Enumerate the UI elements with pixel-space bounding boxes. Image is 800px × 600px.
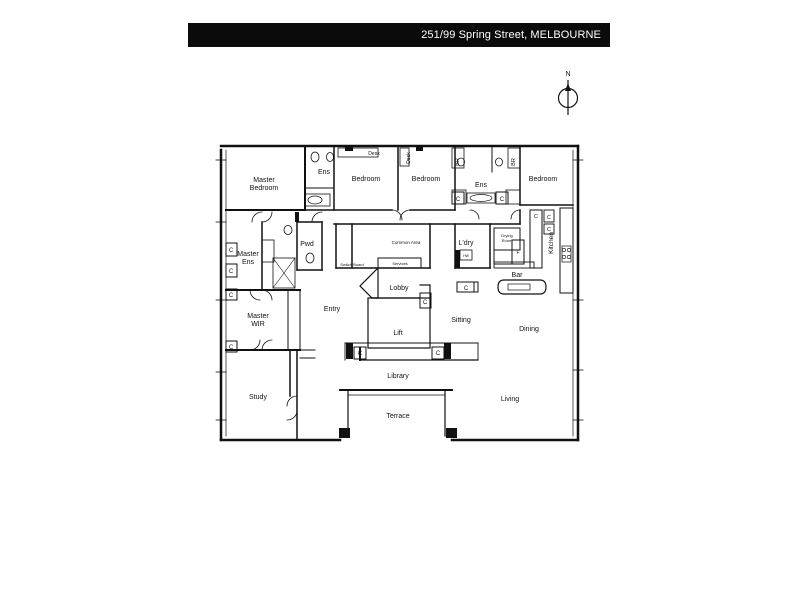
label-switch-board: Switch Board (340, 262, 364, 267)
label-bar: Bar (512, 272, 524, 279)
label-lobby: Lobby (389, 285, 409, 292)
label-study: Study (249, 394, 267, 401)
label-sitting: Sitting (451, 317, 471, 324)
label-master-ens-1: Master (237, 251, 259, 258)
label-master-bedroom-2: Bedroom (250, 185, 279, 192)
label-ens-middle: Ens (475, 182, 488, 189)
compass-n-label: N (565, 71, 570, 78)
address-text: 251/99 Spring Street, MELBOURNE (421, 29, 601, 41)
cupboard-label: C (229, 248, 234, 254)
label-master-bedroom-1: Master (253, 177, 275, 184)
cupboard-label: C (500, 197, 505, 203)
label-f: F (516, 250, 519, 256)
label-services: Services (392, 261, 407, 266)
cupboard-label: C (229, 345, 234, 351)
cupboard-label: C (464, 286, 469, 292)
cupboard-label: C (534, 214, 538, 220)
cupboard-labels: C C C C C C C C C C C C C (229, 197, 551, 357)
label-hw: HW (463, 254, 470, 258)
label-desk-b: Desk (406, 152, 412, 164)
room-labels: Master Bedroom Ens Bedroom Desk Desk Bed… (237, 151, 557, 420)
label-desk-a: Desk (368, 151, 380, 157)
label-common-area: Common Area (392, 240, 421, 245)
label-drying-room-2: Room (502, 238, 513, 243)
label-ens-top-left: Ens (318, 169, 331, 176)
label-master-ens-2: Ens (242, 259, 255, 266)
address-banner: 251/99 Spring Street, MELBOURNE (188, 23, 610, 47)
label-br-b: BR (511, 158, 517, 166)
label-library: Library (387, 373, 409, 380)
cupboard-label: C (423, 300, 428, 306)
label-master-wir-1: Master (247, 313, 269, 320)
label-br-a: BR (455, 158, 461, 166)
cupboard-label: C (229, 269, 234, 275)
cupboard-label: C (229, 293, 234, 299)
cupboard-label: C (456, 197, 461, 203)
label-bedroom-a: Bedroom (352, 176, 381, 183)
label-dining: Dining (519, 326, 539, 333)
label-kitchen: Kitchen (548, 232, 555, 254)
label-living: Living (501, 396, 519, 403)
cupboard-label: C (547, 215, 551, 221)
label-master-wir-2: WIR (251, 321, 265, 328)
label-entry: Entry (324, 306, 341, 313)
label-pwd: Pwd (300, 241, 314, 248)
label-drying-room-1: Drying (501, 233, 513, 238)
label-bedroom-b: Bedroom (412, 176, 441, 183)
label-terrace: Terrace (386, 413, 409, 420)
label-lift: Lift (393, 330, 402, 337)
label-laundry: L'dry (459, 240, 474, 247)
cupboard-label: C (358, 351, 363, 357)
structural-columns (295, 145, 460, 438)
label-bedroom-c: Bedroom (529, 176, 558, 183)
cupboard-label: C (436, 351, 441, 357)
north-compass-icon: N (557, 71, 579, 115)
cupboard-label: C (547, 227, 551, 233)
walls (215, 144, 584, 442)
